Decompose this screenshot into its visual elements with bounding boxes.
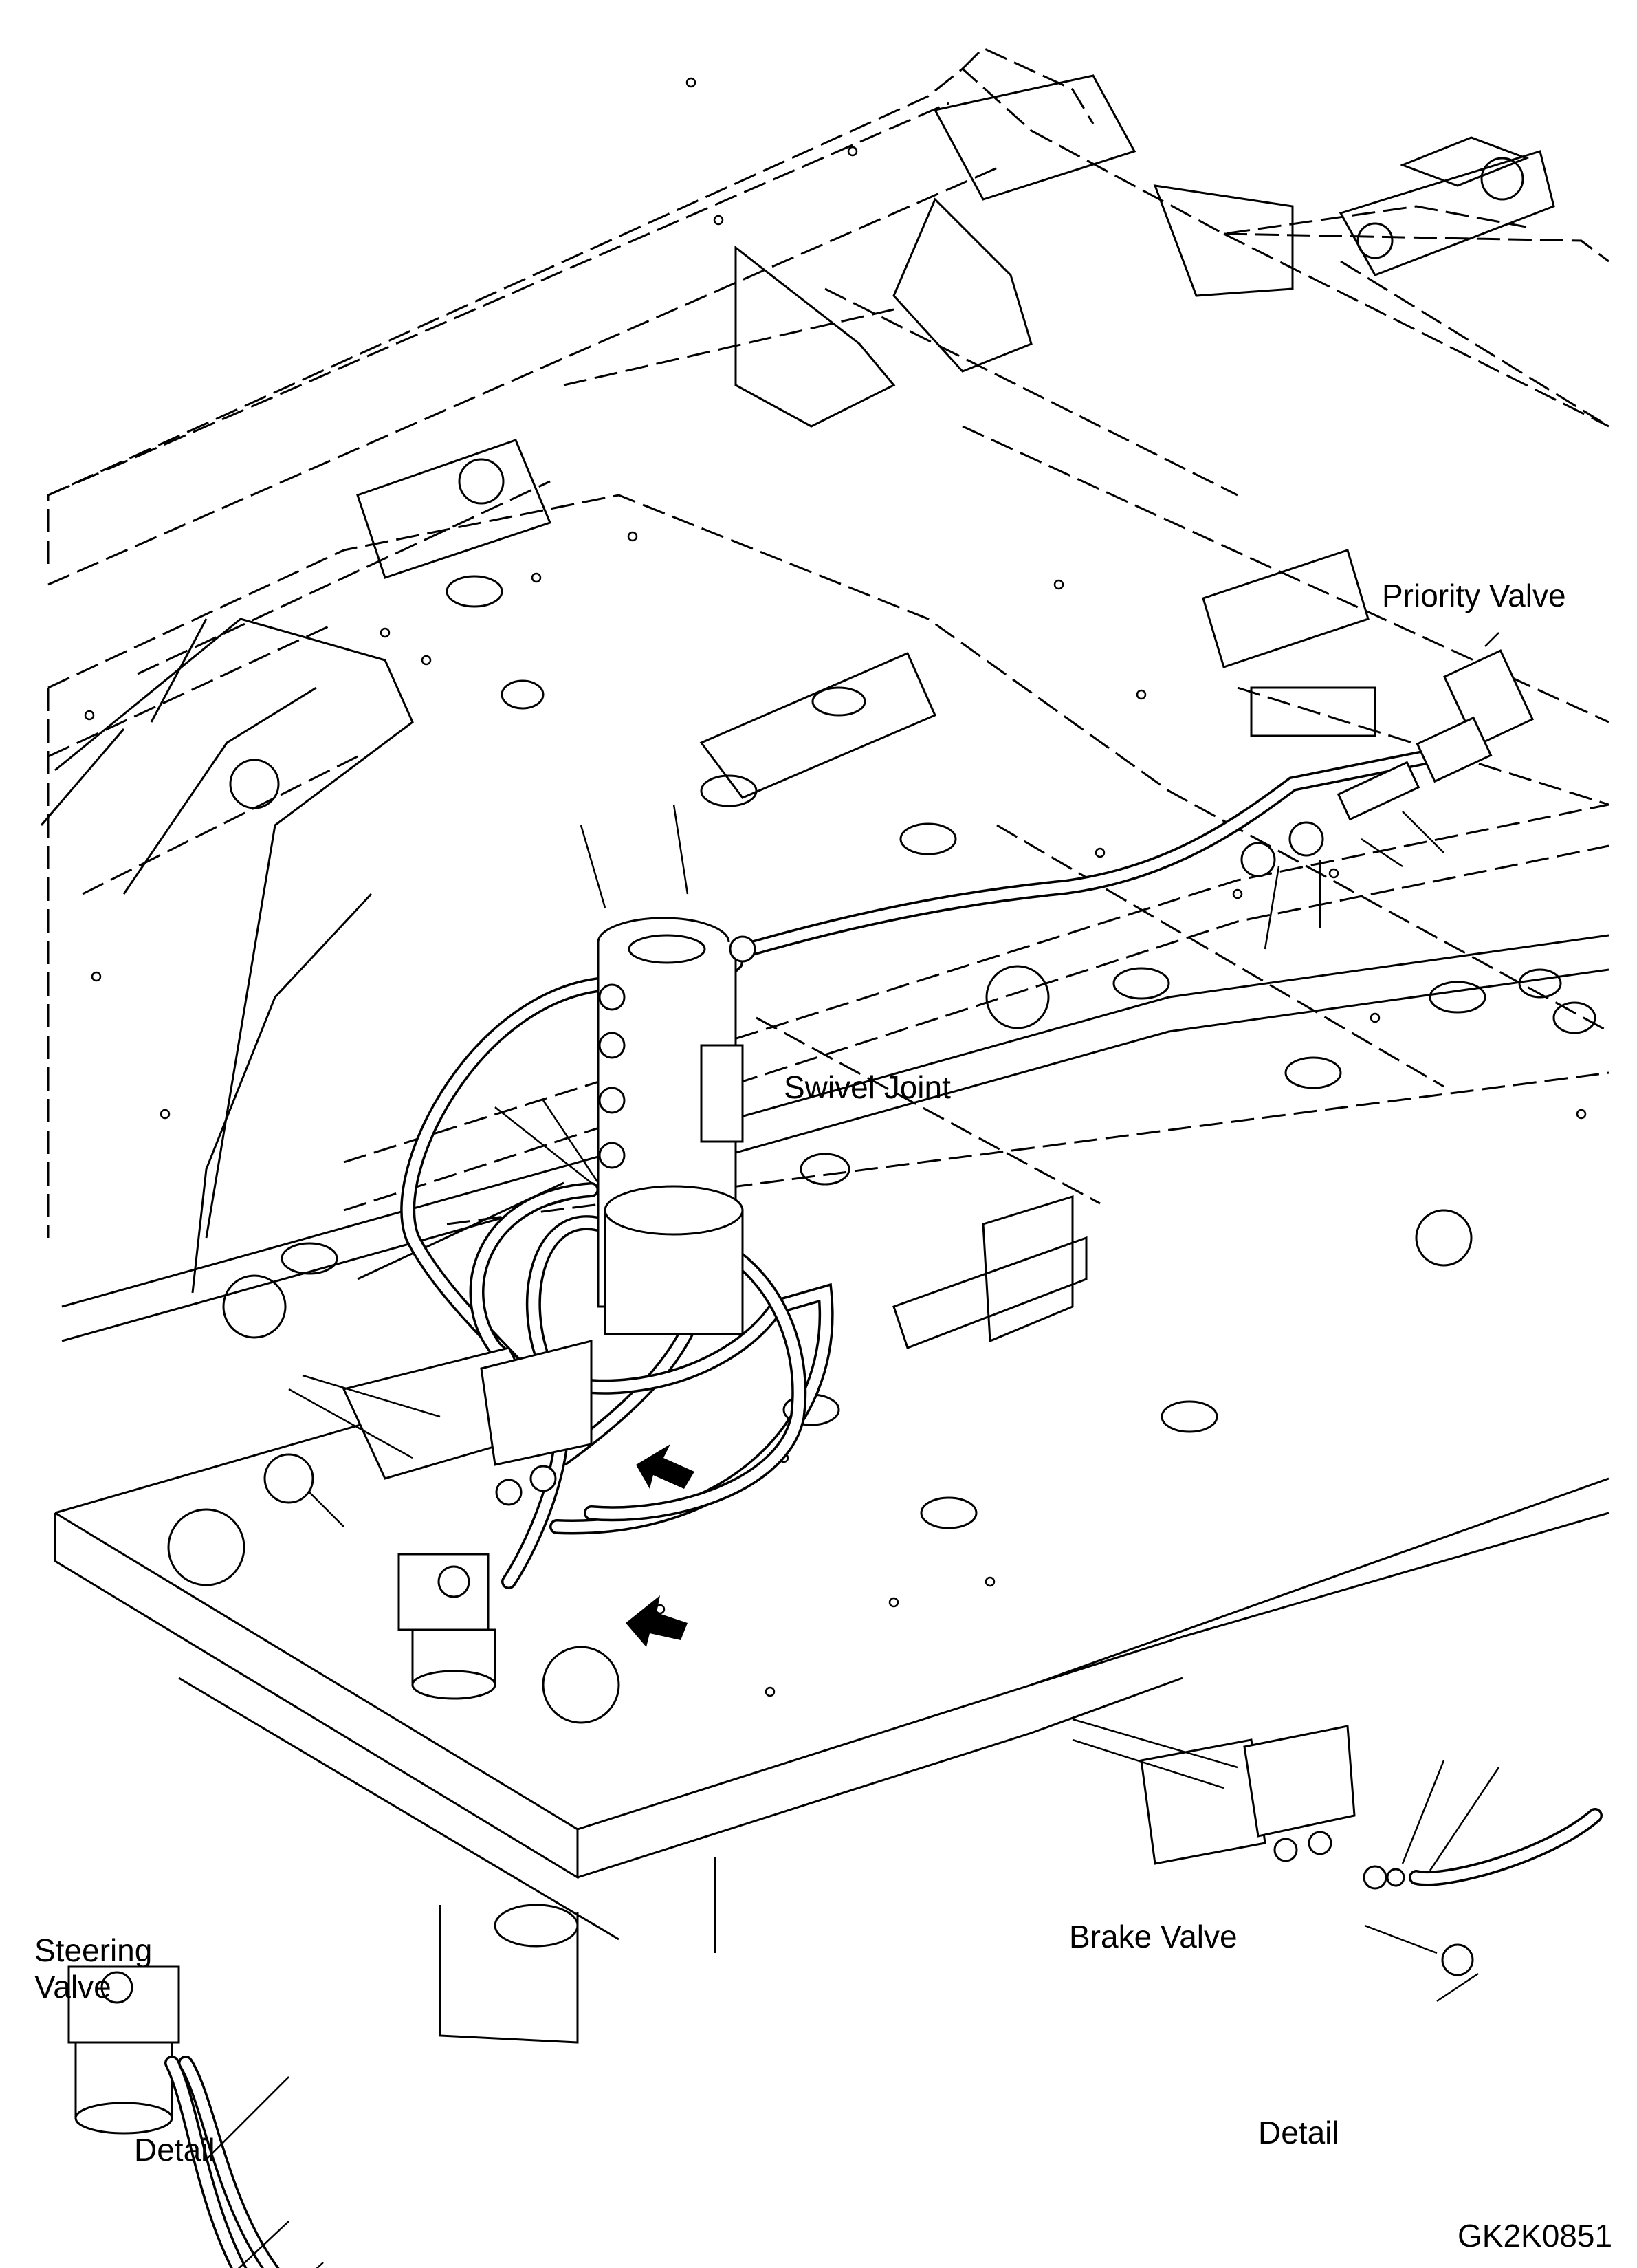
detail-right-label: Detail (1258, 2115, 1339, 2150)
steering-valve-label: Steering Valve (34, 1932, 152, 2005)
priority-valve-assembly (1240, 632, 1535, 950)
frame-structure (40, 74, 1609, 2044)
drawing-code-label: GK2K0851 (1458, 2218, 1613, 2254)
detail-left-label: Detail (134, 2132, 215, 2168)
steering-valve-detail (67, 1965, 324, 2268)
steering-valve-label-line2: Valve (34, 1968, 111, 2005)
bolt-holes (84, 77, 1587, 1697)
priority-valve-label: Priority Valve (1382, 578, 1566, 613)
brake-valve-detail (1072, 1718, 1603, 2003)
brake-valve-assembly (288, 1340, 593, 1527)
brake-valve-label: Brake Valve (1069, 1919, 1238, 1954)
direction-arrows (626, 1444, 694, 1647)
swivel-joint-label: Swivel Joint (784, 1069, 951, 1105)
steering-valve-assembly (397, 1553, 496, 1700)
upper-frame (47, 47, 1609, 1238)
steering-valve-label-line1: Steering (34, 1932, 153, 1968)
swivel-joint-assembly (494, 804, 756, 1335)
